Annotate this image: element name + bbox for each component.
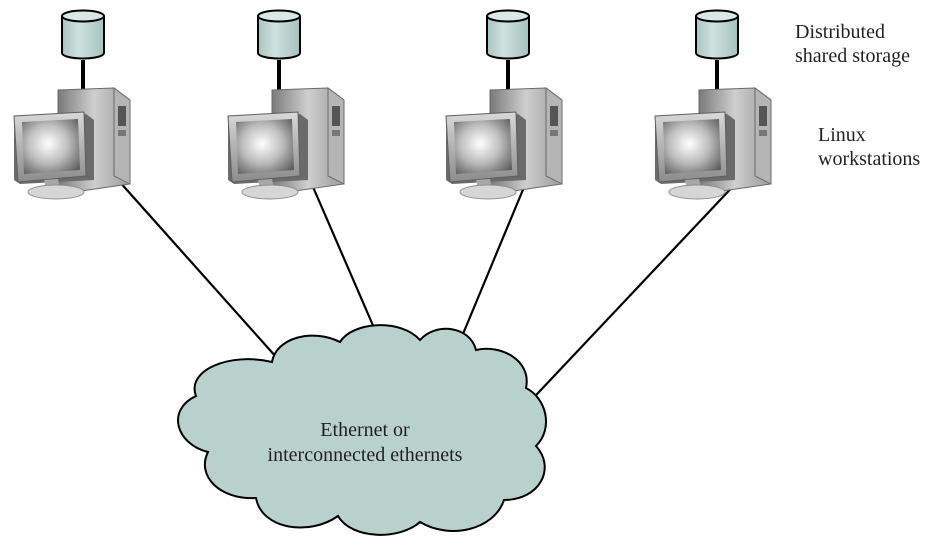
- storage-group: [61, 9, 739, 60]
- link-2: [308, 179, 380, 338]
- workstations-legend-label: Linux workstations: [818, 123, 920, 171]
- workstations-label-line2: workstations: [818, 148, 921, 170]
- storage-label-line1: Distributed: [795, 21, 885, 43]
- storage-cylinder-icon: [486, 9, 530, 60]
- storage-label-line2: shared storage: [795, 45, 910, 67]
- storage-legend-label: Distributed shared storage: [795, 20, 910, 68]
- storage-cylinder-icon: [257, 9, 301, 60]
- storage-cylinder-icon: [695, 9, 739, 60]
- storage-links: [81, 60, 719, 95]
- desktop-computer-icon: [227, 87, 345, 200]
- workstations-label-line1: Linux: [818, 124, 866, 146]
- workstation-group: [13, 87, 772, 200]
- cloud-shape: [177, 324, 547, 536]
- link-1: [117, 179, 278, 359]
- desktop-computer-icon: [13, 87, 131, 200]
- network-cloud-label: Ethernet or interconnected ethernets: [200, 418, 530, 468]
- storage-cylinder-icon: [61, 9, 105, 60]
- desktop-computer-icon: [654, 87, 772, 200]
- network-label-line1: Ethernet or: [320, 419, 410, 441]
- link-4: [521, 179, 740, 411]
- desktop-computer-icon: [445, 87, 563, 200]
- network-label-line2: interconnected ethernets: [267, 444, 463, 466]
- network-links: [117, 179, 740, 411]
- link-3: [451, 179, 529, 359]
